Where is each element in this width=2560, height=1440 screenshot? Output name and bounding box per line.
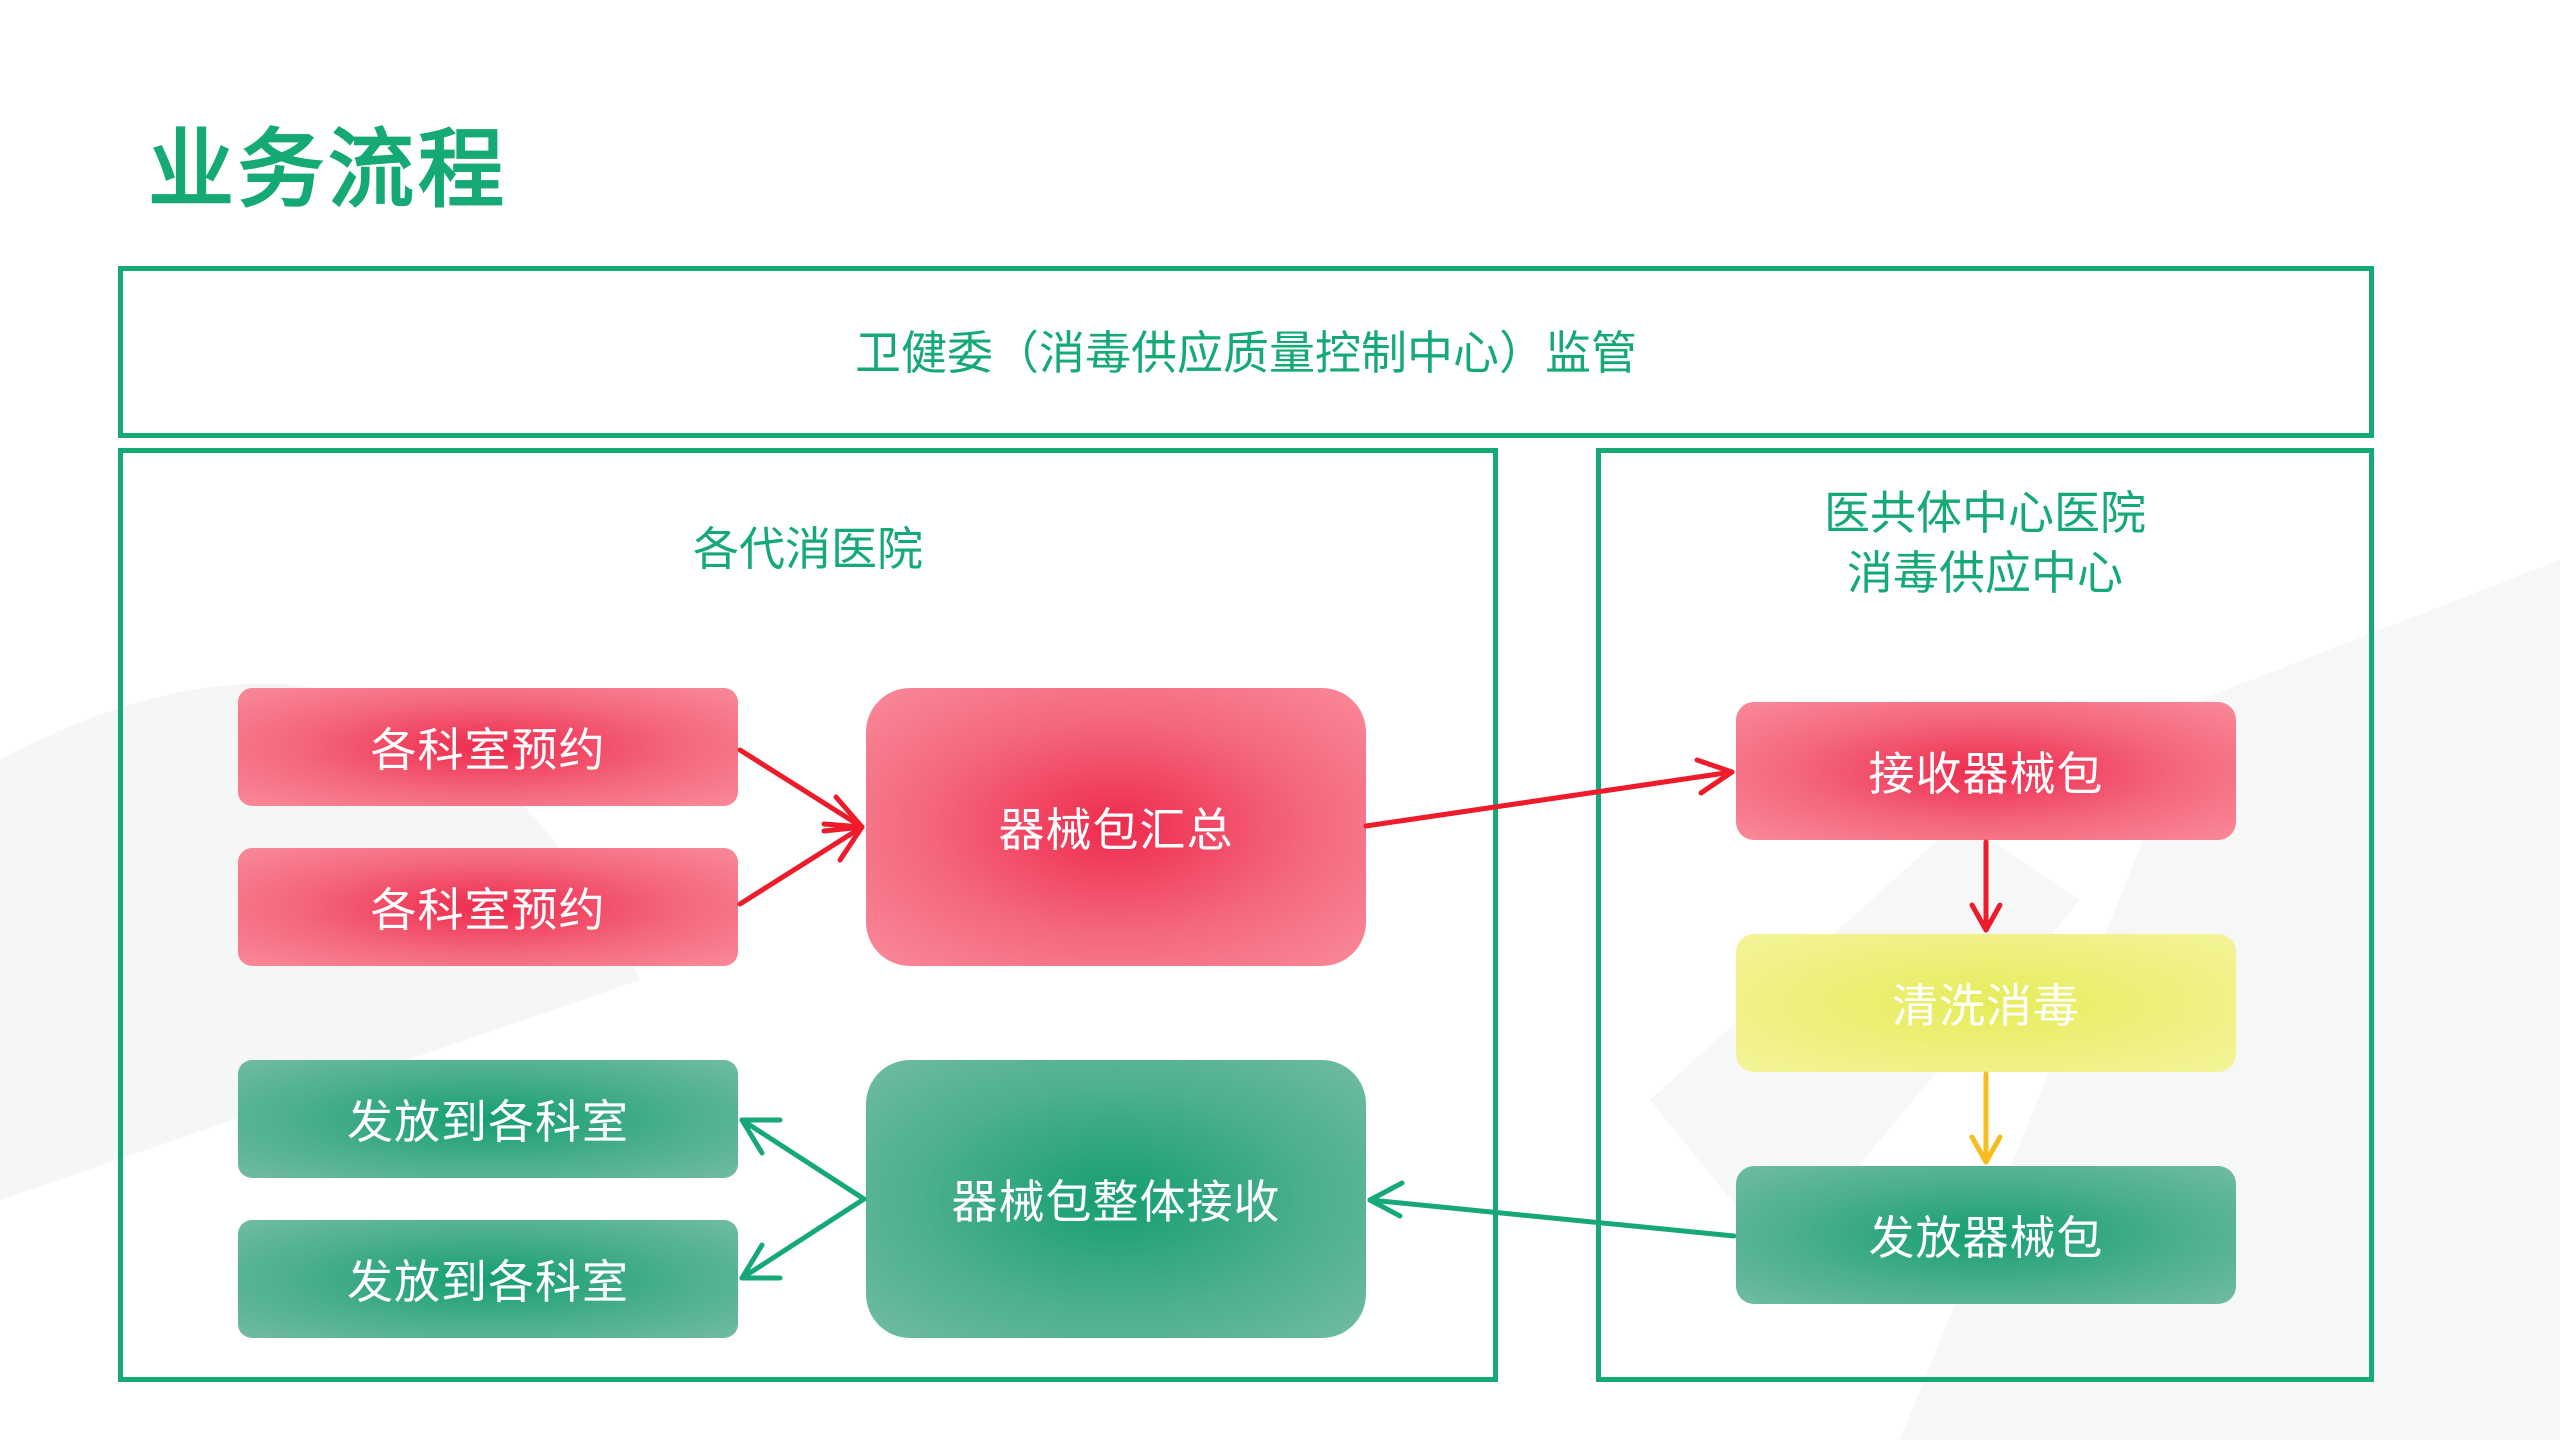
receive-pack-node: 接收器械包: [1736, 702, 2236, 840]
dept-booking-node-1: 各科室预约: [238, 688, 738, 806]
dispatch-dept-node-1: 发放到各科室: [238, 1060, 738, 1178]
hospital-panel-label: 各代消医院: [693, 522, 923, 576]
instrument-receive-node: 器械包整体接收: [866, 1060, 1366, 1338]
supply-center-label-line2: 消毒供应中心: [1847, 546, 2123, 600]
supply-center-panel: 医共体中心医院 消毒供应中心: [1596, 448, 2374, 1382]
instrument-summary-node: 器械包汇总: [866, 688, 1366, 966]
wash-disinfect-node: 清洗消毒: [1736, 934, 2236, 1072]
supervision-panel-label: 卫健委（消毒供应质量控制中心）监管: [855, 326, 1637, 380]
dispatch-dept-node-2: 发放到各科室: [238, 1220, 738, 1338]
supply-center-label-line1: 医共体中心医院: [1824, 486, 2146, 540]
page-title: 业务流程: [148, 120, 508, 220]
hospital-panel: 各代消医院: [118, 448, 1498, 1382]
supervision-panel: 卫健委（消毒供应质量控制中心）监管: [118, 266, 2374, 438]
dispatch-pack-node: 发放器械包: [1736, 1166, 2236, 1304]
dept-booking-node-2: 各科室预约: [238, 848, 738, 966]
